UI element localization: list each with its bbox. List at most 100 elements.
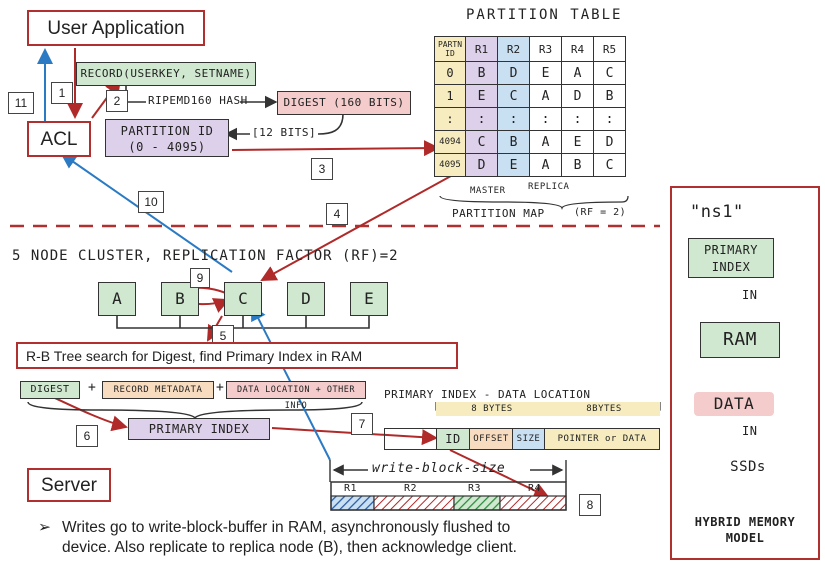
step-9-badge: 9	[190, 268, 210, 288]
pi-bytes1: 8 BYTES	[436, 402, 548, 416]
pt-cell: :	[434, 107, 466, 131]
step-6-badge: 6	[76, 425, 98, 447]
hybrid-caption-line2: MODEL	[725, 531, 765, 545]
node-c: C	[224, 282, 262, 316]
arrow-8-red	[449, 449, 550, 499]
hybrid-caption: HYBRID MEMORY MODEL	[672, 514, 818, 546]
pt-row-0: 0 B D E A C	[434, 61, 626, 85]
step-4-badge: 4	[326, 203, 348, 225]
cluster-title: 5 NODE CLUSTER, REPLICATION FACTOR (RF)=…	[12, 248, 399, 264]
partition-table: PARTN ID R1 R2 R3 R4 R5 0 B D E A C 1 E …	[434, 36, 626, 177]
hybrid-primary-index: PRIMARY INDEX	[688, 238, 774, 278]
wb-r1-label: R1	[344, 483, 358, 494]
pt-cell: :	[561, 107, 594, 131]
pt-cell: A	[529, 153, 562, 177]
pt-row-4094: 4094 C B A E D	[434, 130, 626, 154]
pt-cell: B	[497, 130, 530, 154]
user-application-label: User Application	[47, 18, 185, 39]
data-label: DATA	[694, 392, 774, 416]
pi-pointer: POINTER or DATA	[545, 429, 659, 449]
pt-cell: D	[561, 84, 594, 108]
pt-cell: A	[529, 84, 562, 108]
arrow-3	[231, 140, 440, 157]
pi-bytes2: 8BYTES	[548, 402, 660, 416]
pt-cell: D	[497, 61, 530, 85]
pt-cell: A	[529, 130, 562, 154]
pt-cell: 4094	[434, 130, 466, 154]
pt-header-pid: PARTN ID	[434, 36, 466, 62]
write-block-outline	[330, 481, 567, 511]
primary-index-box: PRIMARY INDEX	[128, 418, 270, 440]
hybrid-caption-line1: HYBRID MEMORY	[694, 515, 796, 529]
hash-line	[125, 86, 146, 103]
location-part: DATA LOCATION + OTHER INFO	[226, 381, 366, 411]
partition-map-brace	[439, 195, 629, 211]
digest-box: DIGEST (160 BITS)	[277, 91, 411, 115]
bullet-marker: ➢	[38, 519, 51, 536]
pt-cell: D	[593, 130, 626, 154]
user-application-box: User Application	[27, 10, 205, 46]
namespace-label: "ns1"	[690, 202, 744, 222]
pt-cell: E	[465, 84, 498, 108]
index-brace	[27, 401, 363, 420]
pt-row-ellipsis: : : : : : :	[434, 107, 626, 131]
rf-label: (RF = 2)	[574, 207, 627, 218]
pt-row-4095: 4095 D E A B C	[434, 153, 626, 177]
digest-part: DIGEST	[20, 381, 80, 399]
rb-tree-box: R-B Tree search for Digest, find Primary…	[16, 342, 458, 369]
partition-id-box: PARTITION ID (0 - 4095)	[105, 119, 229, 157]
wb-cell-r3	[453, 495, 501, 511]
master-label: MASTER	[470, 186, 506, 196]
pt-cell: E	[497, 153, 530, 177]
pt-header-r2: R2	[497, 36, 530, 62]
in-label-1: IN	[742, 288, 758, 302]
cluster-bus	[116, 316, 370, 329]
step-2-badge: 2	[106, 90, 128, 112]
acl-label: ACL	[40, 129, 78, 150]
ram-chip: RAM	[700, 322, 780, 358]
pt-cell: 4095	[434, 153, 466, 177]
pt-cell: D	[465, 153, 498, 177]
wb-r3-label: R3	[468, 483, 482, 494]
pt-cell: :	[497, 107, 530, 131]
metadata-part: RECORD METADATA	[102, 381, 214, 399]
server-label: Server	[41, 475, 97, 496]
bullet-line2: device. Also replicate to replica node (…	[62, 539, 517, 556]
record-box: RECORD(USERKEY, SETNAME)	[76, 62, 256, 86]
node-a: A	[98, 282, 136, 316]
pt-cell: C	[593, 61, 626, 85]
step-7-badge: 7	[351, 413, 373, 435]
pt-row-1: 1 E C A D B	[434, 84, 626, 108]
replica-label: REPLICA	[528, 182, 570, 192]
step-10-badge: 10	[138, 191, 164, 213]
pi-offset: OFFSET	[470, 429, 513, 449]
pi-lead-cell	[385, 429, 437, 449]
pt-header-r1: R1	[465, 36, 498, 62]
wb-r2-label: R2	[404, 483, 418, 494]
write-block-label: write-block-size	[372, 461, 506, 476]
node-d: D	[287, 282, 325, 316]
plus-2: +	[216, 380, 225, 395]
wb-cell-r2	[373, 495, 455, 511]
pt-cell: C	[465, 130, 498, 154]
pi-row: ID OFFSET SIZE POINTER or DATA	[384, 428, 660, 450]
hybrid-pi-line2: INDEX	[711, 260, 751, 274]
step-11-badge: 11	[8, 92, 34, 114]
hybrid-pi-line1: PRIMARY	[703, 243, 759, 257]
pt-cell: 1	[434, 84, 466, 108]
in-label-2: IN	[742, 424, 758, 438]
step-3-badge: 3	[311, 158, 333, 180]
pi-title: PRIMARY INDEX - DATA LOCATION	[384, 388, 591, 401]
node-e: E	[350, 282, 388, 316]
pi-size: SIZE	[513, 429, 545, 449]
rb-tree-label: R-B Tree search for Digest, find Primary…	[26, 348, 363, 364]
wb-cell-r4	[499, 495, 567, 511]
wb-r4-label: R4	[528, 483, 542, 494]
acl-box: ACL	[27, 121, 91, 157]
wb-cell-r1	[330, 495, 375, 511]
partition-id-line2: (0 - 4095)	[128, 140, 206, 154]
pi-id: ID	[437, 429, 470, 449]
ripemd-label: RIPEMD160 HASH	[148, 94, 248, 107]
pt-cell: :	[593, 107, 626, 131]
arrow-4	[260, 159, 481, 281]
